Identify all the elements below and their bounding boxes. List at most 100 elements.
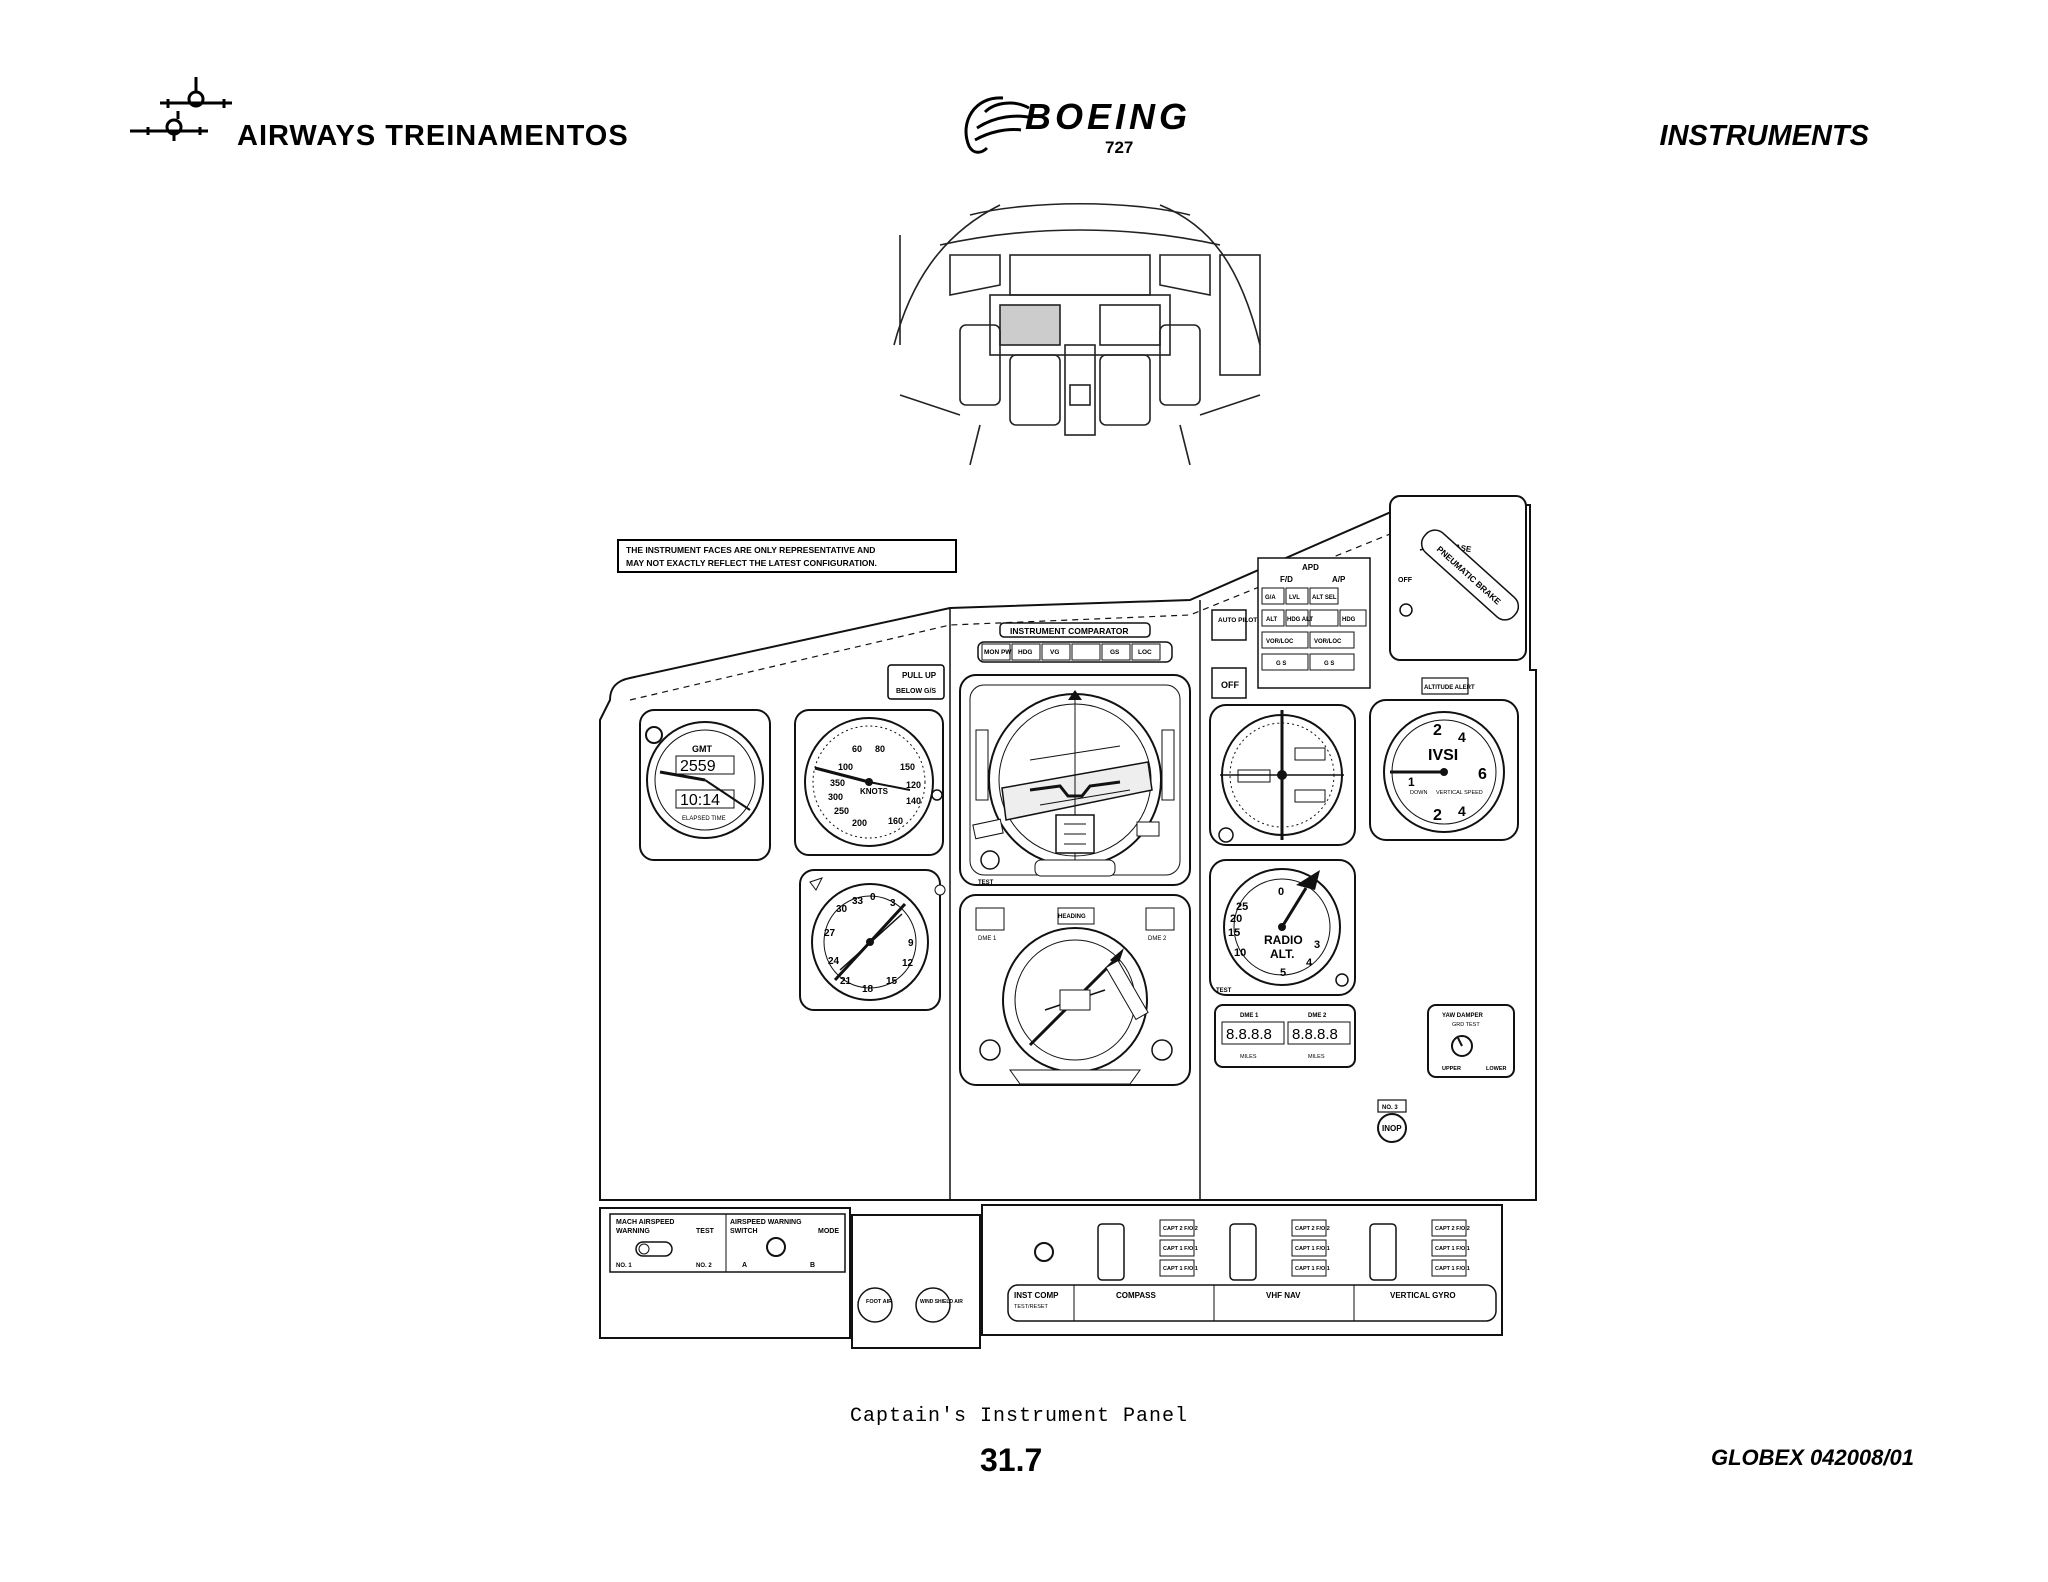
inop-light[interactable] — [1377, 1113, 1407, 1143]
apd-alt-sel-label: ALT SEL — [1312, 595, 1337, 601]
foot-air-label: FOOT AIR — [866, 1299, 892, 1305]
radalt-test-label: TEST — [1216, 988, 1232, 994]
gyro-capt2-label: CAPT 2 F/O 2 — [1435, 1226, 1470, 1232]
vhf-nav-label: VHF NAV — [1266, 1291, 1301, 1300]
adi-test-knob-icon[interactable] — [980, 850, 1000, 870]
rmi-tick-21: 21 — [840, 976, 852, 987]
apd-gs-1-label: G S — [1276, 661, 1286, 667]
asi-knots-label: KNOTS — [860, 787, 889, 796]
asi-tick-80: 80 — [875, 744, 885, 754]
vhf-nav-switch[interactable] — [1229, 1223, 1257, 1281]
rmi-tick-9: 9 — [908, 938, 914, 949]
autopilot-off-label: OFF — [1221, 680, 1239, 690]
captains-instrument-panel: THE INSTRUMENT FACES ARE ONLY REPRESENTA… — [590, 490, 1540, 1360]
ivsi-tick-down-2: 2 — [1433, 807, 1442, 824]
yaw-upper-label: UPPER — [1442, 1066, 1461, 1072]
vertical-gyro-switch[interactable] — [1369, 1223, 1397, 1281]
clock-bottom-readout: 10:14 — [680, 792, 720, 809]
pull-up-label: PULL UP — [902, 671, 937, 680]
radalt-tick-10: 10 — [1234, 947, 1246, 959]
airspeed-mode-label: MODE — [818, 1228, 839, 1235]
asi-tick-100: 100 — [838, 762, 853, 772]
brake-off-label: OFF — [1398, 577, 1413, 584]
hsi-dme1-label: DME 1 — [978, 936, 997, 942]
comparator-button-vg-label: VG — [1050, 649, 1059, 656]
asi-tick-60: 60 — [852, 744, 862, 754]
pneumatic-brake-handle[interactable] — [1417, 525, 1524, 625]
air-outlets-panel: FOOT AIR WIND SHIELD AIR — [851, 1214, 981, 1349]
airplane-logo-icon — [130, 77, 232, 141]
apd-ga-label: G/A — [1265, 595, 1276, 601]
airspeed-warning-mode-knob-icon[interactable] — [766, 1237, 786, 1257]
asi-tick-120: 120 — [906, 780, 921, 790]
rmi-tick-0: 0 — [870, 892, 876, 903]
compass-capt1a-label: CAPT 1 F/O 1 — [1163, 1246, 1198, 1252]
ivsi-vs-label: VERTICAL SPEED — [1436, 790, 1483, 796]
hsi-heading-label: HEADING — [1058, 914, 1086, 920]
figure-caption: Captain's Instrument Panel — [0, 1405, 2048, 1428]
rmi-tick-30: 30 — [836, 904, 848, 915]
inop-label: INOP — [1382, 1124, 1402, 1133]
vhf-capt1a-label: CAPT 1 F/O 1 — [1295, 1246, 1330, 1252]
asi-knob-icon[interactable] — [931, 789, 943, 801]
comparator-button-hdg[interactable] — [1011, 643, 1041, 661]
instrument-comparator-label: INSTRUMENT COMPARATOR — [1010, 626, 1129, 636]
radio-alt-knob-icon[interactable] — [1335, 973, 1349, 987]
company-logo — [128, 75, 238, 145]
below-gs-label: BELOW G/S — [896, 688, 936, 695]
radio-alt-label-2: ALT. — [1270, 947, 1294, 961]
rmi-selector-icon — [809, 877, 823, 891]
clock-knob-icon — [645, 726, 663, 744]
ivsi-tick-down-1: 1 — [1408, 775, 1415, 789]
asi-tick-160: 160 — [888, 816, 903, 826]
ivsi-tick-up-2: 2 — [1433, 722, 1442, 739]
ap-label: A/P — [1332, 575, 1346, 584]
notice-line-1: THE INSTRUMENT FACES ARE ONLY REPRESENTA… — [626, 545, 875, 555]
autopilot-off-button[interactable] — [1211, 667, 1247, 699]
compass-label: COMPASS — [1116, 1291, 1157, 1300]
rmi-tick-12: 12 — [902, 958, 914, 969]
instrument-source-select-panel: CAPT 2 F/O 2 CAPT 1 F/O 1 CAPT 1 F/O 1 C… — [981, 1204, 1503, 1336]
inst-comp-test-knob-icon[interactable] — [1034, 1242, 1054, 1262]
autopilot-panel: AUTO PILOT OFF APD F/D A/P G/A LVL ALT S… — [1211, 557, 1371, 699]
foot-air-knob-icon[interactable] — [857, 1287, 893, 1323]
no3-label: NO. 3 — [1382, 1105, 1398, 1111]
comparator-button-vg[interactable] — [1041, 643, 1071, 661]
dme2-units: MILES — [1308, 1054, 1325, 1060]
comparator-button-blank[interactable] — [1071, 643, 1101, 661]
yaw-damper-label: YAW DAMPER — [1442, 1013, 1483, 1019]
hsi-heading-knob-icon[interactable] — [979, 1039, 1001, 1061]
dme1-readout: 8.8.8.8 — [1226, 1026, 1272, 1043]
ivsi-instrument: 2 4 6 1 2 4 IVSI DOWN VERTICAL SPEED — [1369, 699, 1519, 841]
vhf-capt2-label: CAPT 2 F/O 2 — [1295, 1226, 1330, 1232]
apd-lvl-label: LVL — [1289, 595, 1300, 601]
yaw-damper-panel: YAW DAMPER GRD TEST UPPER LOWER — [1427, 1004, 1515, 1078]
comparator-button-mon-pwr-label: MON PWR — [984, 649, 1016, 656]
pull-up-light[interactable] — [887, 664, 945, 700]
radalt-tick-15: 15 — [1228, 927, 1240, 939]
apd-alt-label: ALT — [1266, 617, 1278, 623]
asi-tick-140: 140 — [906, 796, 921, 806]
windshield-air-knob-icon[interactable] — [915, 1287, 951, 1323]
comparator-button-gs-label: GS — [1110, 649, 1120, 656]
rmi-tick-18: 18 — [862, 984, 874, 995]
mach-airspeed-label: MACH AIRSPEED — [616, 1219, 674, 1226]
dme2-readout: 8.8.8.8 — [1292, 1026, 1338, 1043]
clock-instrument: GMT 2559 10:14 ELAPSED TIME — [639, 709, 771, 861]
comparator-button-loc[interactable] — [1131, 643, 1161, 661]
company-name: AIRWAYS TREINAMENTOS — [237, 120, 629, 152]
compass-switch[interactable] — [1097, 1223, 1125, 1281]
comparator-button-loc-label: LOC — [1138, 649, 1152, 656]
attitude-director-indicator: TEST — [959, 674, 1191, 886]
apd-vor-loc-1-label: VOR/LOC — [1266, 639, 1294, 645]
altimeter-baro-knob-icon[interactable] — [1218, 827, 1234, 843]
comparator-button-gs[interactable] — [1101, 643, 1131, 661]
hsi-course-knob-icon[interactable] — [1151, 1039, 1173, 1061]
mach-warning-label: WARNING — [616, 1228, 650, 1235]
auto-pilot-button[interactable] — [1211, 609, 1247, 641]
radalt-tick-5: 5 — [1280, 967, 1286, 979]
apd-vor-loc-2-label: VOR/LOC — [1314, 639, 1342, 645]
dme1-label: DME 1 — [1240, 1013, 1259, 1019]
comparator-button-mon-pwr[interactable] — [981, 643, 1011, 661]
apd-label: APD — [1302, 563, 1319, 572]
